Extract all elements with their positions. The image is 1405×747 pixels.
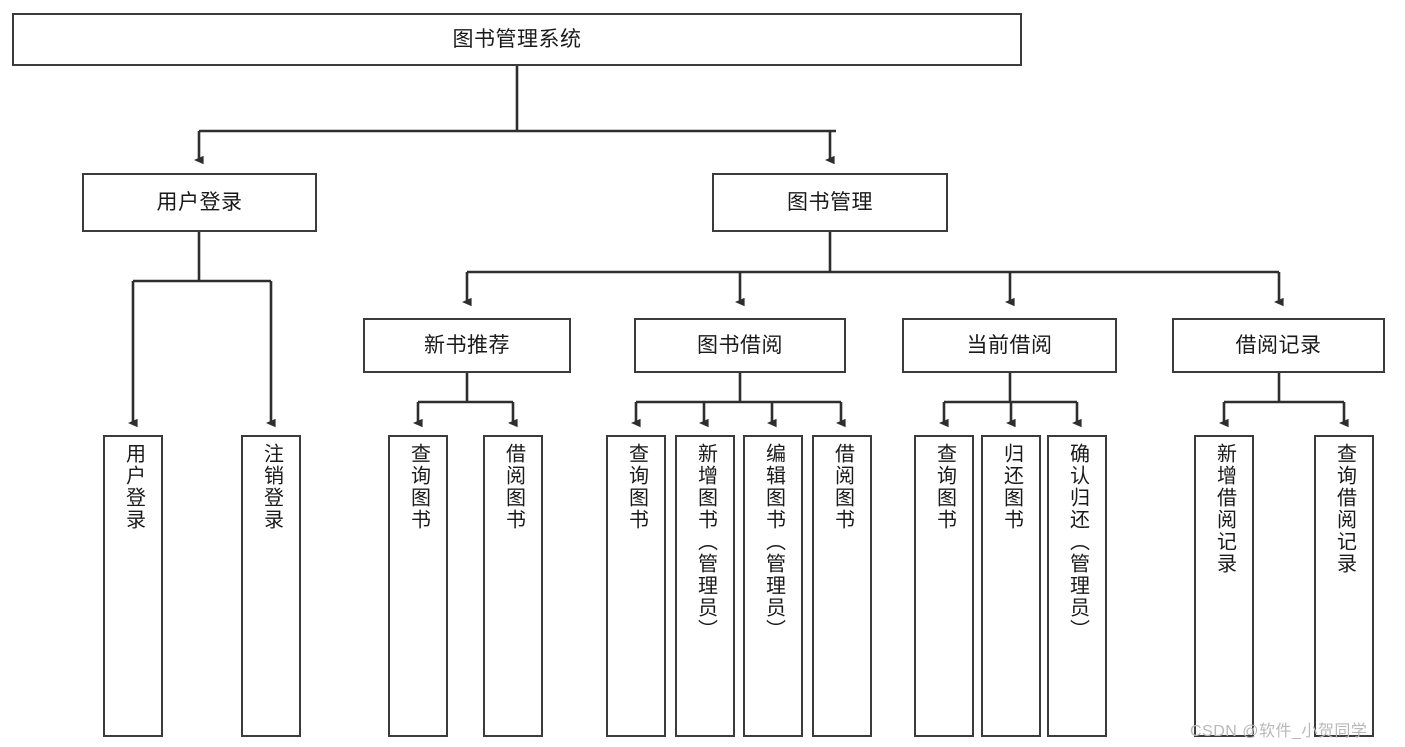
node-book-borrow-label: 图书借阅	[697, 333, 783, 357]
leaf-query-borrow-record-label: 查询借阅记录	[1333, 443, 1356, 575]
node-book-borrow[interactable]: 图书借阅	[634, 318, 846, 373]
node-current-borrow[interactable]: 当前借阅	[902, 318, 1117, 373]
leaf-return-book-label: 归还图书	[1000, 443, 1023, 531]
node-user-login[interactable]: 用户登录	[82, 173, 317, 232]
leaf-query-book-newbook-label: 查询图书	[407, 443, 430, 531]
leaf-logout[interactable]: 注销登录	[241, 435, 301, 737]
leaf-borrow-book-newbook[interactable]: 借阅图书	[483, 435, 543, 737]
leaf-edit-book-admin[interactable]: 编辑图书（管理员）	[743, 435, 803, 737]
leaf-query-borrow-record[interactable]: 查询借阅记录	[1314, 435, 1374, 737]
leaf-borrow-book-newbook-label: 借阅图书	[502, 443, 525, 531]
leaf-user-login[interactable]: 用户登录	[103, 435, 163, 737]
node-root[interactable]: 图书管理系统	[12, 13, 1022, 66]
node-book-management-label: 图书管理	[787, 190, 873, 214]
node-current-borrow-label: 当前借阅	[966, 333, 1053, 357]
leaf-query-book-borrow[interactable]: 查询图书	[606, 435, 666, 737]
leaf-query-book-current[interactable]: 查询图书	[914, 435, 974, 737]
node-user-login-label: 用户登录	[156, 190, 243, 214]
leaf-user-login-label: 用户登录	[122, 443, 145, 531]
leaf-add-borrow-record-label: 新增借阅记录	[1213, 443, 1236, 575]
leaf-logout-label: 注销登录	[260, 443, 283, 531]
leaf-add-book-admin-label: 新增图书（管理员）	[694, 443, 717, 641]
leaf-confirm-return-admin-label: 确认归还（管理员）	[1066, 443, 1089, 641]
leaf-add-book-admin[interactable]: 新增图书（管理员）	[675, 435, 735, 737]
leaf-return-book[interactable]: 归还图书	[981, 435, 1041, 737]
node-book-management[interactable]: 图书管理	[712, 173, 948, 232]
node-root-label: 图书管理系统	[452, 27, 582, 51]
leaf-query-book-newbook[interactable]: 查询图书	[388, 435, 448, 737]
leaf-edit-book-admin-label: 编辑图书（管理员）	[762, 443, 785, 641]
node-new-book-recommend[interactable]: 新书推荐	[363, 318, 571, 373]
leaf-add-borrow-record[interactable]: 新增借阅记录	[1194, 435, 1254, 737]
leaf-confirm-return-admin[interactable]: 确认归还（管理员）	[1047, 435, 1107, 737]
leaf-query-book-current-label: 查询图书	[933, 443, 956, 531]
leaf-borrow-book-borrow-label: 借阅图书	[831, 443, 854, 531]
node-borrow-record[interactable]: 借阅记录	[1172, 318, 1385, 373]
node-borrow-record-label: 借阅记录	[1235, 333, 1322, 357]
node-new-book-recommend-label: 新书推荐	[424, 333, 510, 357]
leaf-borrow-book-borrow[interactable]: 借阅图书	[812, 435, 872, 737]
leaf-query-book-borrow-label: 查询图书	[625, 443, 648, 531]
